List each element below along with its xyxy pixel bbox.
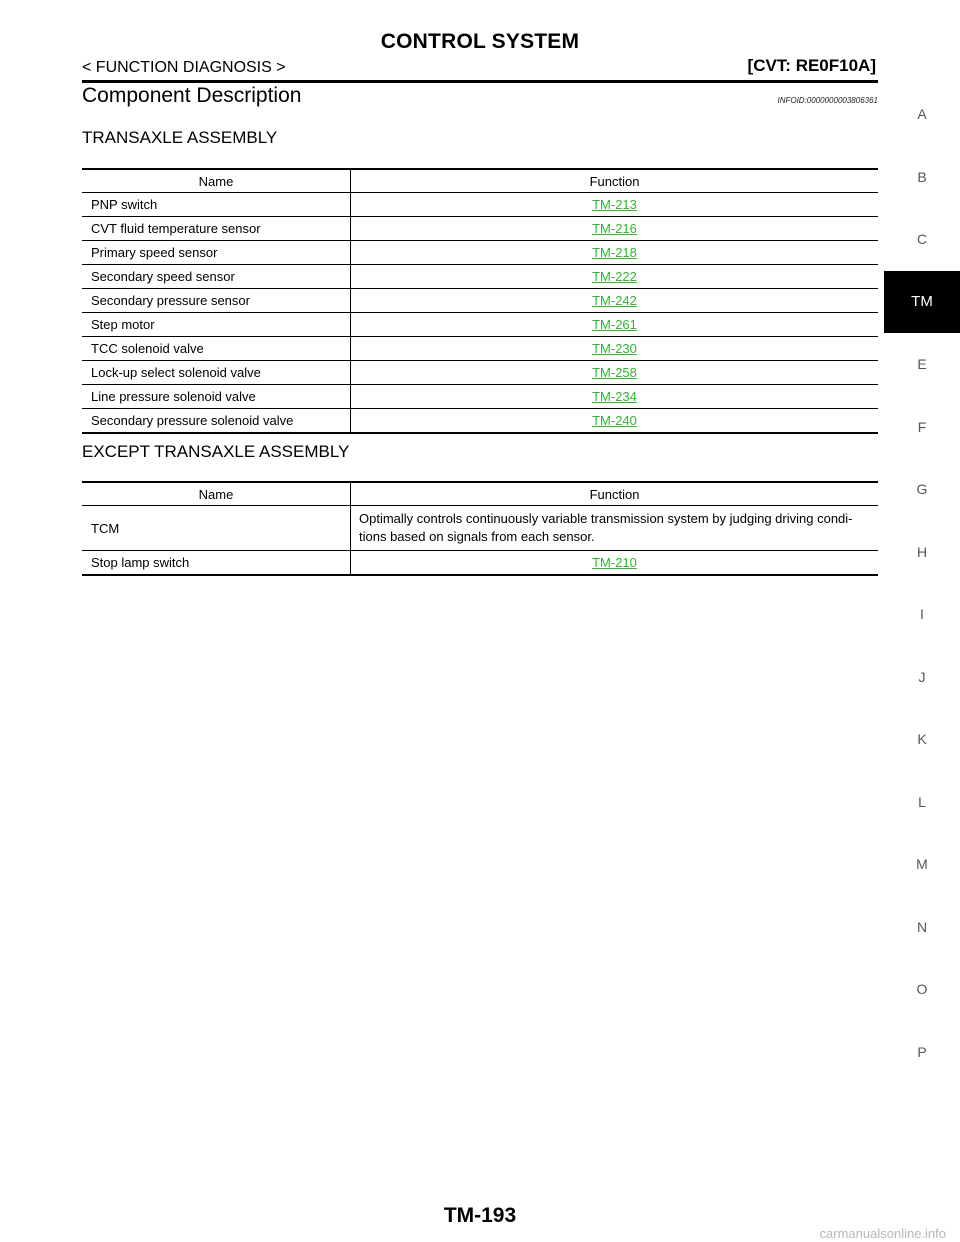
page-number: TM-193 <box>443 1204 517 1227</box>
info-id: INFOID:0000000003806361 <box>777 96 878 105</box>
table-row: Secondary speed sensor TM-222 <box>82 264 878 289</box>
function-link[interactable]: TM-240 <box>592 413 637 428</box>
column-header-function: Function <box>350 481 878 506</box>
component-name: Primary speed sensor <box>82 240 351 265</box>
table-row: Step motor TM-261 <box>82 312 878 337</box>
function-cell: TM-261 <box>350 312 878 337</box>
section-label: < FUNCTION DIAGNOSIS > <box>82 59 286 76</box>
function-cell: TM-242 <box>350 288 878 313</box>
index-tab-h[interactable]: H <box>916 543 928 560</box>
column-header-name: Name <box>82 481 351 506</box>
function-cell: TM-222 <box>350 264 878 289</box>
table-row: Lock-up select solenoid valve TM-258 <box>82 360 878 385</box>
table-row: CVT fluid temperature sensor TM-216 <box>82 216 878 241</box>
component-name: Step motor <box>82 312 351 337</box>
table-row: TCC solenoid valve TM-230 <box>82 336 878 361</box>
component-name: Secondary speed sensor <box>82 264 351 289</box>
column-header-function: Function <box>350 168 878 193</box>
component-name: Secondary pressure sensor <box>82 288 351 313</box>
index-tab-f[interactable]: F <box>917 418 927 435</box>
function-link[interactable]: TM-213 <box>592 197 637 212</box>
function-link[interactable]: TM-222 <box>592 269 637 284</box>
table-row: PNP switch TM-213 <box>82 192 878 217</box>
function-cell: TM-230 <box>350 336 878 361</box>
component-name: PNP switch <box>82 192 351 217</box>
function-link[interactable]: TM-210 <box>592 555 637 570</box>
function-cell: TM-234 <box>350 384 878 409</box>
function-description: Optimally controls continuously variable… <box>350 505 878 551</box>
index-tab-n[interactable]: N <box>916 918 928 935</box>
page-title: CONTROL SYSTEM <box>380 30 580 53</box>
index-tab-m[interactable]: M <box>916 856 928 872</box>
component-name: Secondary pressure solenoid valve <box>82 408 351 434</box>
function-link[interactable]: TM-230 <box>592 341 637 356</box>
index-tab-a[interactable]: A <box>917 106 927 122</box>
component-name: TCC solenoid valve <box>82 336 351 361</box>
except-heading: EXCEPT TRANSAXLE ASSEMBLY <box>82 442 350 461</box>
index-tab-g[interactable]: G <box>916 481 928 497</box>
function-cell: TM-258 <box>350 360 878 385</box>
header-rule <box>82 80 878 83</box>
index-tab-i[interactable]: I <box>920 606 924 622</box>
function-link[interactable]: TM-242 <box>592 293 637 308</box>
index-tab-j[interactable]: J <box>918 668 926 685</box>
function-cell: TM-213 <box>350 192 878 217</box>
table-row: TCM Optimally controls continuously vari… <box>82 505 878 551</box>
index-tab-c[interactable]: C <box>916 231 928 247</box>
component-name: TCM <box>82 505 351 551</box>
watermark: carmanualsonline.info <box>819 1226 946 1241</box>
table-row: Secondary pressure solenoid valve TM-240 <box>82 408 878 434</box>
table-row: Secondary pressure sensor TM-242 <box>82 288 878 313</box>
function-cell: TM-240 <box>350 408 878 434</box>
table-row: Stop lamp switch TM-210 <box>82 550 878 576</box>
table-header-row: Name Function <box>82 168 878 193</box>
function-link[interactable]: TM-261 <box>592 317 637 332</box>
index-tab-o[interactable]: O <box>916 981 928 997</box>
index-tab-p[interactable]: P <box>917 1043 927 1060</box>
table-header-row: Name Function <box>82 481 878 506</box>
transaxle-heading: TRANSAXLE ASSEMBLY <box>82 128 278 147</box>
component-name: Line pressure solenoid valve <box>82 384 351 409</box>
function-cell: TM-218 <box>350 240 878 265</box>
component-name: Stop lamp switch <box>82 550 351 576</box>
function-link[interactable]: TM-218 <box>592 245 637 260</box>
function-link[interactable]: TM-258 <box>592 365 637 380</box>
component-name: Lock-up select solenoid valve <box>82 360 351 385</box>
topic-title: Component Description <box>82 84 302 107</box>
table-row: Line pressure solenoid valve TM-234 <box>82 384 878 409</box>
model-label: [CVT: RE0F10A] <box>747 56 876 75</box>
function-cell: TM-216 <box>350 216 878 241</box>
index-tab-b[interactable]: B <box>917 168 927 185</box>
component-name: CVT fluid temperature sensor <box>82 216 351 241</box>
index-tab-e[interactable]: E <box>917 356 927 372</box>
function-cell: TM-210 <box>350 550 878 576</box>
column-header-name: Name <box>82 168 351 193</box>
function-link[interactable]: TM-216 <box>592 221 637 236</box>
index-tab-tm[interactable]: TM <box>884 270 960 333</box>
function-link[interactable]: TM-234 <box>592 389 637 404</box>
index-tab-k[interactable]: K <box>917 731 927 747</box>
section-index-tabs: A B C TM E F G H I J K L M N O P <box>884 83 960 1083</box>
except-table: Name Function TCM Optimally controls con… <box>82 481 878 576</box>
index-tab-l[interactable]: L <box>918 793 926 810</box>
table-row: Primary speed sensor TM-218 <box>82 240 878 265</box>
